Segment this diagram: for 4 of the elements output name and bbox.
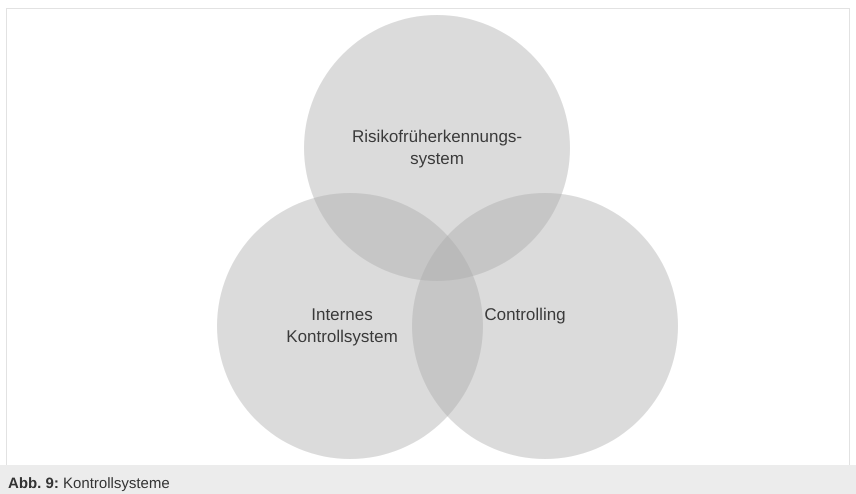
circle-label: Risikofrüherkennungs- system (352, 126, 522, 170)
circle-label: Internes Kontrollsystem (285, 304, 399, 348)
figure-caption: Abb. 9: Kontrollsysteme (8, 475, 170, 492)
circle-label: Controlling (483, 304, 567, 326)
